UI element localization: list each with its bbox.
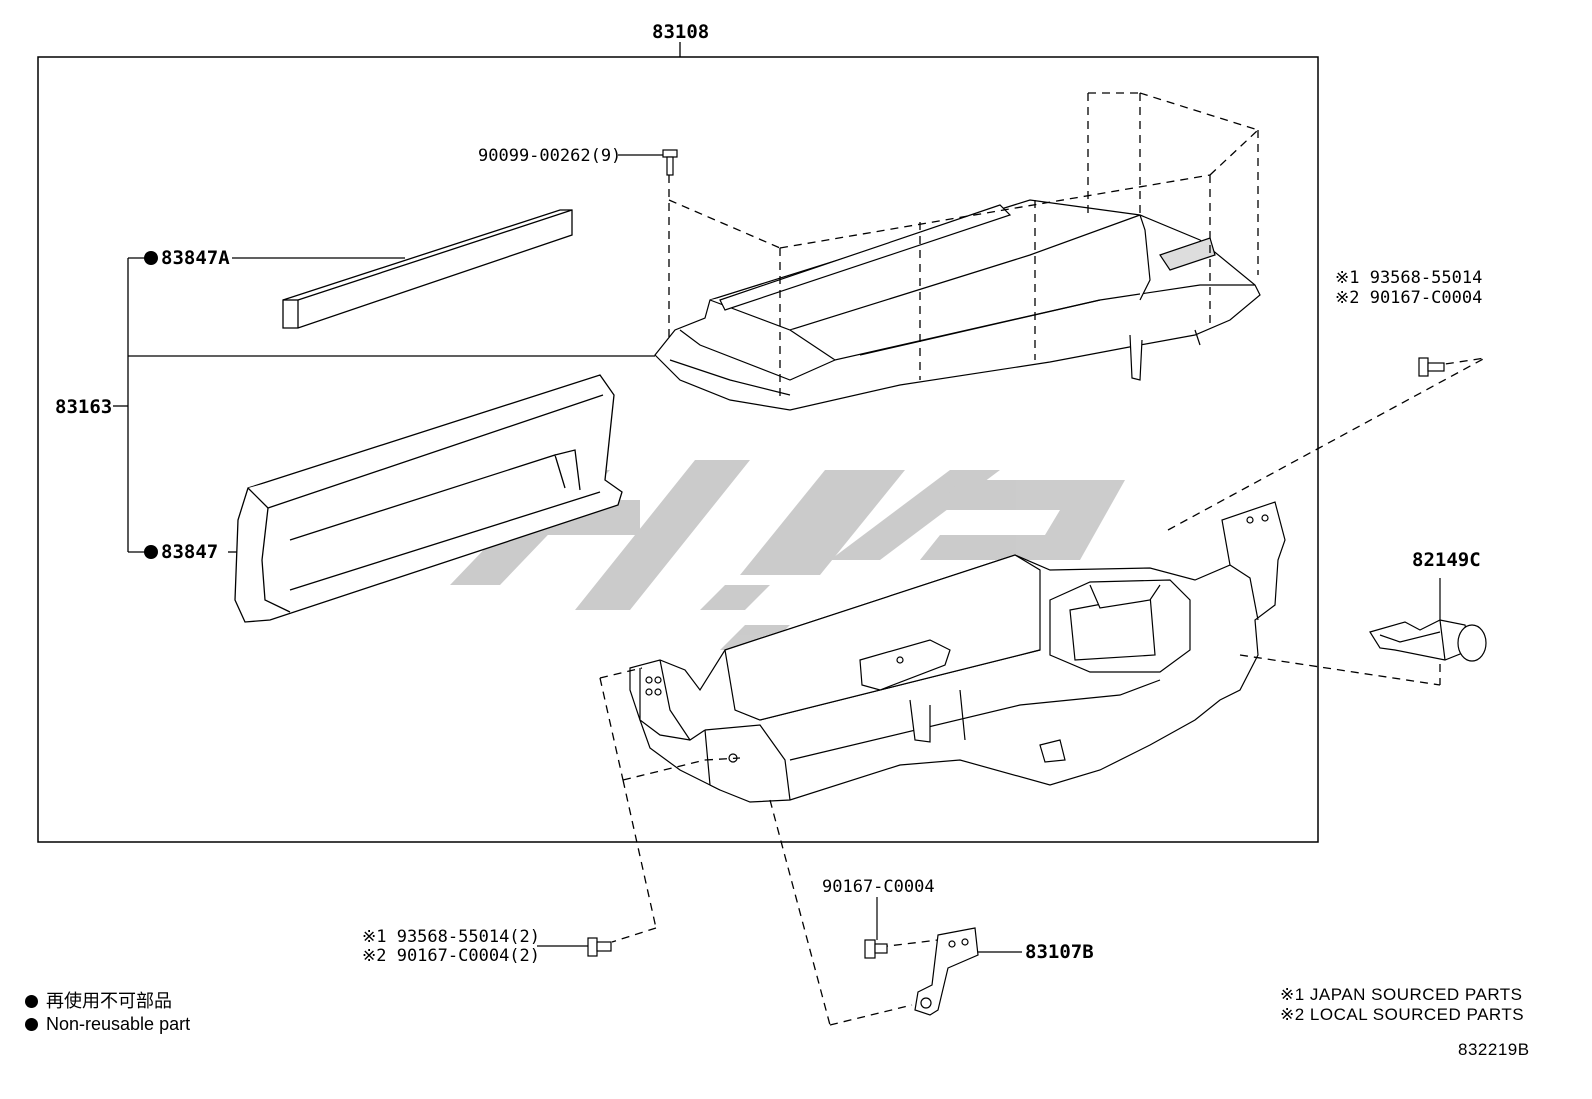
seal-strip-part: [282, 209, 573, 329]
label-bolt-note-bottom-1: ※1 93568-55014(2): [362, 927, 541, 947]
group-bracket: [113, 257, 655, 553]
lower-console-dashes: [599, 357, 1486, 1026]
note-local-sourced: ※2 LOCAL SOURCED PARTS: [1280, 1005, 1525, 1024]
bolt-bottom-part: [864, 897, 888, 959]
label-83107B: 83107B: [1025, 941, 1094, 963]
label-83847A: 83847A: [144, 248, 230, 268]
label-90167: 90167-C0004: [822, 877, 935, 897]
bolt-top-part: [1418, 357, 1445, 377]
bracket-part: [914, 927, 1022, 1016]
assembly-frame: [37, 56, 1319, 843]
console-base-part: [629, 501, 1286, 803]
bolt-bottom-left-part: [537, 937, 612, 957]
label-bolt-note-top-1: ※1 93568-55014: [1335, 268, 1483, 288]
label-83108: 83108: [652, 21, 710, 43]
label-83847: 83847: [144, 542, 218, 562]
seal-channel-part: [234, 374, 623, 623]
diagram-id: 832219B: [1458, 1040, 1530, 1059]
bullet-icon: [25, 995, 38, 1008]
screw-part: [618, 149, 678, 176]
legend-text-jp: 再使用不可部品: [46, 991, 172, 1011]
label-90099: 90099-00262(9): [478, 146, 622, 166]
legend-text-en: Non-reusable part: [46, 1014, 191, 1034]
label-bolt-note-top-2: ※2 90167-C0004: [1335, 288, 1483, 308]
legend-non-reusable-en: Non-reusable part: [25, 1013, 190, 1035]
legend-non-reusable-jp: 再使用不可部品: [25, 990, 172, 1012]
bullet-icon: [25, 1018, 38, 1031]
label-bolt-note-bottom-2: ※2 90167-C0004(2): [362, 946, 541, 966]
sensor-part: [1369, 578, 1487, 662]
upper-duct-part: [654, 199, 1261, 411]
label-83163: 83163: [55, 396, 113, 418]
upper-duct-dashes: [668, 92, 1259, 400]
label-82149C: 82149C: [1412, 549, 1481, 571]
note-japan-sourced: ※1 JAPAN SOURCED PARTS: [1280, 985, 1523, 1004]
